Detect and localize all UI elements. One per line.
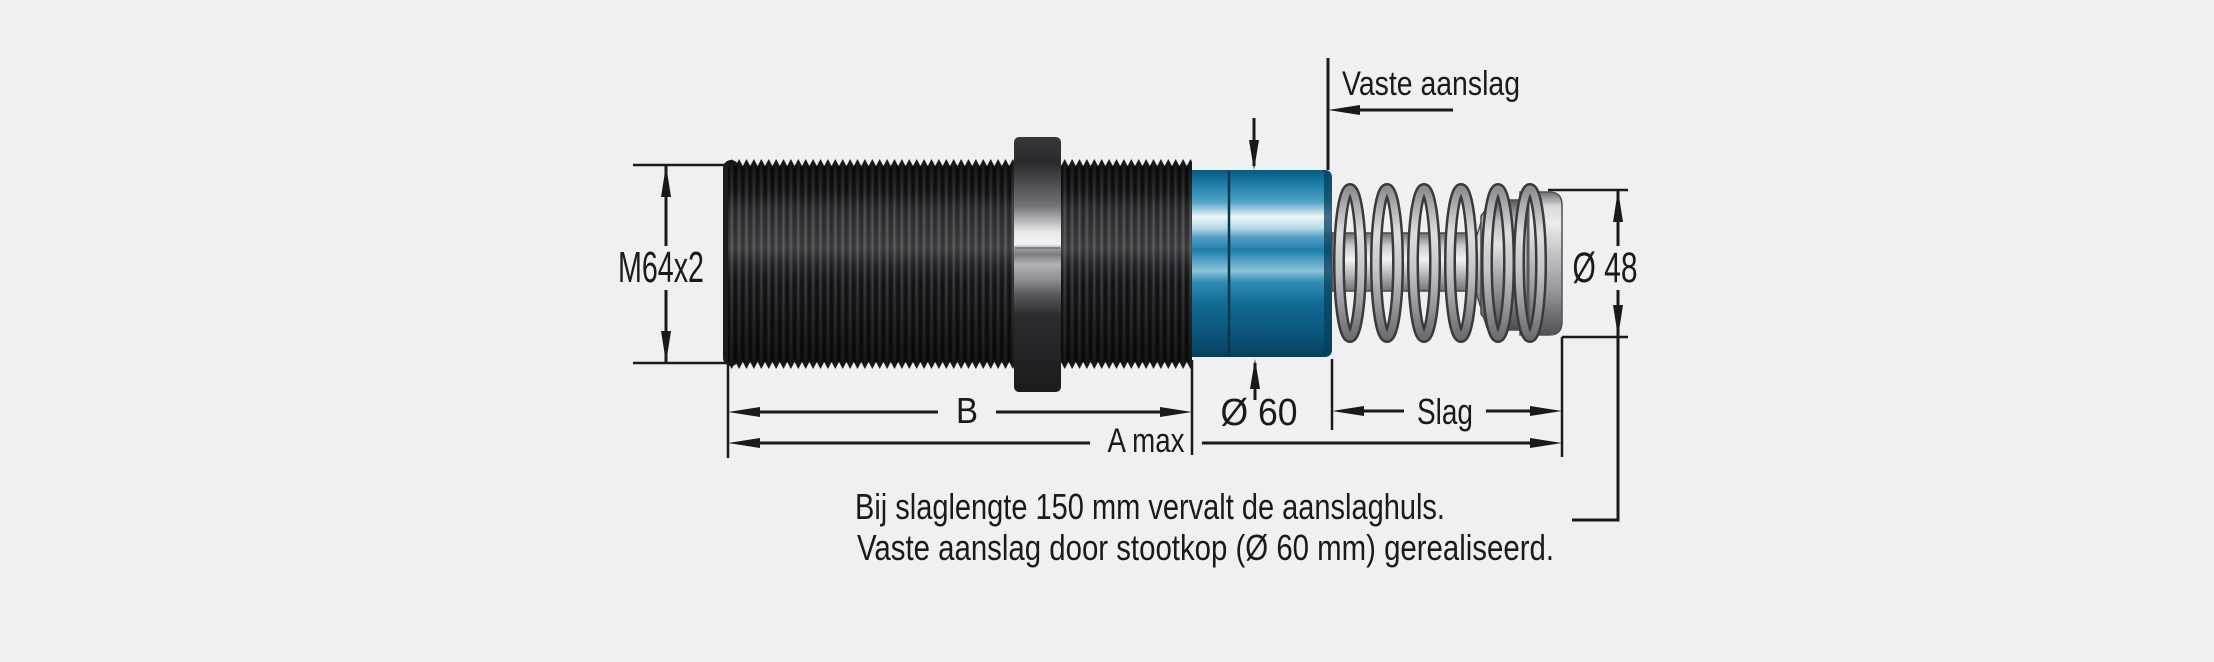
thread-size-label: M64x2: [618, 243, 704, 292]
arrow-up-icon: [661, 165, 671, 197]
arrow-down-icon: [1613, 305, 1623, 337]
thread-crest-top: [728, 159, 1192, 167]
arrow-right-icon: [1530, 438, 1562, 448]
arrow-up-icon: [1250, 359, 1260, 389]
stroke-label: Slag: [1417, 391, 1473, 432]
body-length-label: B: [956, 390, 978, 431]
arrow-left-icon: [1328, 105, 1360, 115]
note-line-1: Bij slaglengte 150 mm vervalt de aanslag…: [855, 486, 1445, 527]
dim-body-length-b: B: [726, 360, 1194, 458]
spring: [1333, 183, 1478, 343]
arrow-right-icon: [1160, 407, 1192, 417]
lock-nut: [1014, 137, 1061, 392]
dim-stroke-slag: Slag: [1330, 337, 1564, 457]
dim-head-dia48: Ø 48: [1548, 188, 1638, 522]
sleeve-right-edge: [1324, 170, 1332, 357]
arrow-left-icon: [1332, 406, 1364, 416]
spring-coil: [1444, 183, 1478, 343]
dim-overall-length-amax: A max: [728, 422, 1562, 460]
arrow-left-icon: [728, 438, 760, 448]
stop-sleeve: [1192, 170, 1332, 357]
dim-sleeve-dia60: Ø 60: [1221, 118, 1298, 434]
spring-coil: [1407, 183, 1441, 343]
arrow-down-icon: [1249, 140, 1259, 170]
spring-coil: [1481, 183, 1515, 343]
arrow-down-icon: [661, 331, 671, 363]
arrow-up-icon: [1613, 190, 1623, 222]
head-diameter-label: Ø 48: [1573, 244, 1638, 292]
note-text: Bij slaglengte 150 mm vervalt de aanslag…: [855, 486, 1554, 568]
thread-shading: [728, 166, 1192, 362]
sleeve-diameter-label: Ø 60: [1221, 392, 1298, 434]
arrow-left-icon: [728, 407, 760, 417]
shock-absorber: [723, 137, 1563, 392]
fixed-stop-label: Vaste aanslag: [1342, 65, 1520, 103]
dim-vaste-aanslag: Vaste aanslag: [1326, 58, 1520, 170]
overall-length-label: A max: [1108, 422, 1185, 460]
spring-coil: [1370, 183, 1404, 343]
threaded-body: [728, 159, 1192, 369]
note-leader-line: [1572, 290, 1620, 522]
dim-thread-m64: M64x2: [618, 163, 731, 365]
arrow-right-icon: [1530, 406, 1562, 416]
spring-coil: [1513, 183, 1547, 343]
note-line-2: Vaste aanslag door stootkop (Ø 60 mm) ge…: [857, 527, 1554, 568]
spring-coil: [1333, 183, 1367, 343]
thread-crest-bottom: [728, 361, 1192, 369]
